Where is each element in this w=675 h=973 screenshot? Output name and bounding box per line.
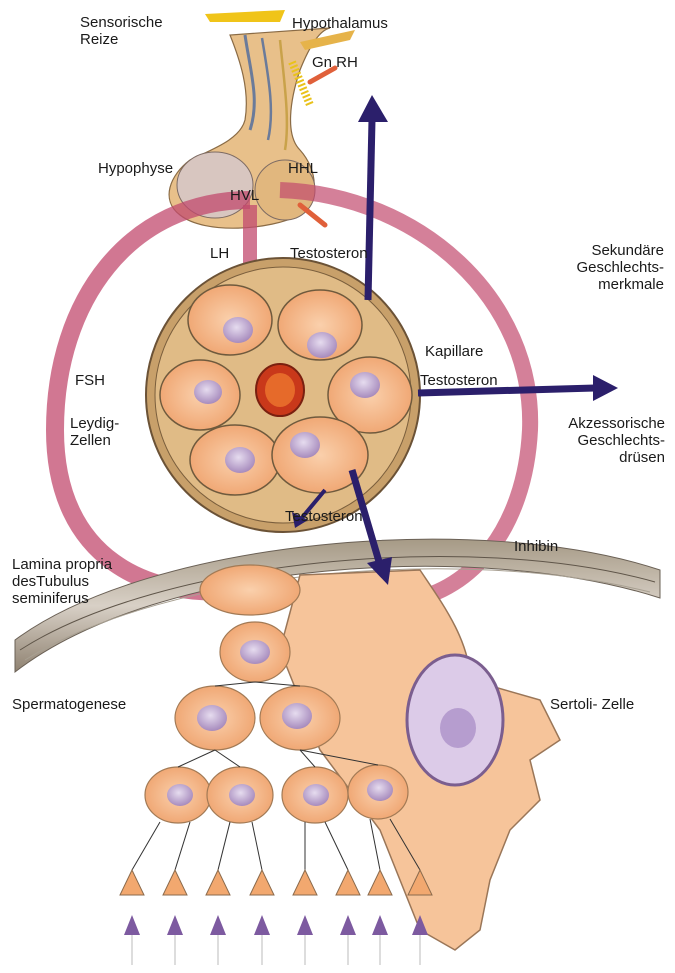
nucleus <box>225 447 255 473</box>
label-fsh: FSH <box>75 372 105 389</box>
sensory-stimulus-bar <box>205 10 285 22</box>
sperm-head <box>372 915 388 935</box>
nucleus <box>350 372 380 398</box>
nucleus <box>303 784 329 806</box>
label-akzessorische-geschlechtsdruesen: Akzessorische Geschlechts- drüsen <box>520 415 665 466</box>
nucleus <box>197 705 227 731</box>
nucleus <box>223 317 253 343</box>
label-gnrh: Gn RH <box>312 54 358 71</box>
nucleolus <box>440 708 476 748</box>
sperm-head <box>210 915 226 935</box>
label-lamina-propria: Lamina propria desTubulus seminiferus <box>12 556 112 607</box>
arrowhead <box>593 375 618 401</box>
nucleus <box>282 703 312 729</box>
nucleus <box>307 332 337 358</box>
early-spermatid <box>293 870 317 895</box>
label-lh: LH <box>210 245 229 262</box>
label-testosteron-bottom: Testosteron <box>285 508 363 525</box>
sperm-head <box>167 915 183 935</box>
nucleus <box>167 784 193 806</box>
early-spermatid <box>163 870 187 895</box>
label-kapillare: Kapillare <box>425 343 483 360</box>
label-leydig-zellen: Leydig- Zellen <box>70 415 119 449</box>
label-hypophyse: Hypophyse <box>98 160 173 177</box>
label-hvl: HVL <box>230 187 259 204</box>
leydig-cluster <box>146 258 420 532</box>
sperm-tails <box>132 935 420 965</box>
early-spermatid <box>206 870 230 895</box>
label-sekundaere-geschlechtsmerkmale: Sekundäre Geschlechts- merkmale <box>530 242 664 293</box>
sperm-head <box>254 915 270 935</box>
nucleus <box>367 779 393 801</box>
label-spermatogenese: Spermatogenese <box>12 696 126 713</box>
nucleus <box>290 432 320 458</box>
spermatogonium <box>200 565 300 615</box>
early-spermatid <box>120 870 144 895</box>
early-spermatid <box>368 870 392 895</box>
sperm-head <box>340 915 356 935</box>
label-inhibin: Inhibin <box>514 538 558 555</box>
label-hhl: HHL <box>288 160 318 177</box>
arrowhead <box>358 95 388 122</box>
label-testosteron-right: Testosteron <box>420 372 498 389</box>
nucleus <box>194 380 222 404</box>
early-spermatid <box>250 870 274 895</box>
label-hypothalamus: Hypothalamus <box>292 15 388 32</box>
label-sensorische-reize: Sensorische Reize <box>80 14 163 48</box>
label-sertoli-zelle: Sertoli- Zelle <box>550 696 634 713</box>
capillary-lumen <box>265 373 295 407</box>
nucleus <box>229 784 255 806</box>
sperm-head <box>124 915 140 935</box>
spermatozoa <box>120 870 432 965</box>
sperm-head <box>297 915 313 935</box>
arrow-to-hypothalamus <box>368 120 372 300</box>
early-spermatid <box>336 870 360 895</box>
label-testosteron-top: Testosteron <box>290 245 368 262</box>
vessel <box>300 205 325 225</box>
nucleus <box>240 640 270 664</box>
